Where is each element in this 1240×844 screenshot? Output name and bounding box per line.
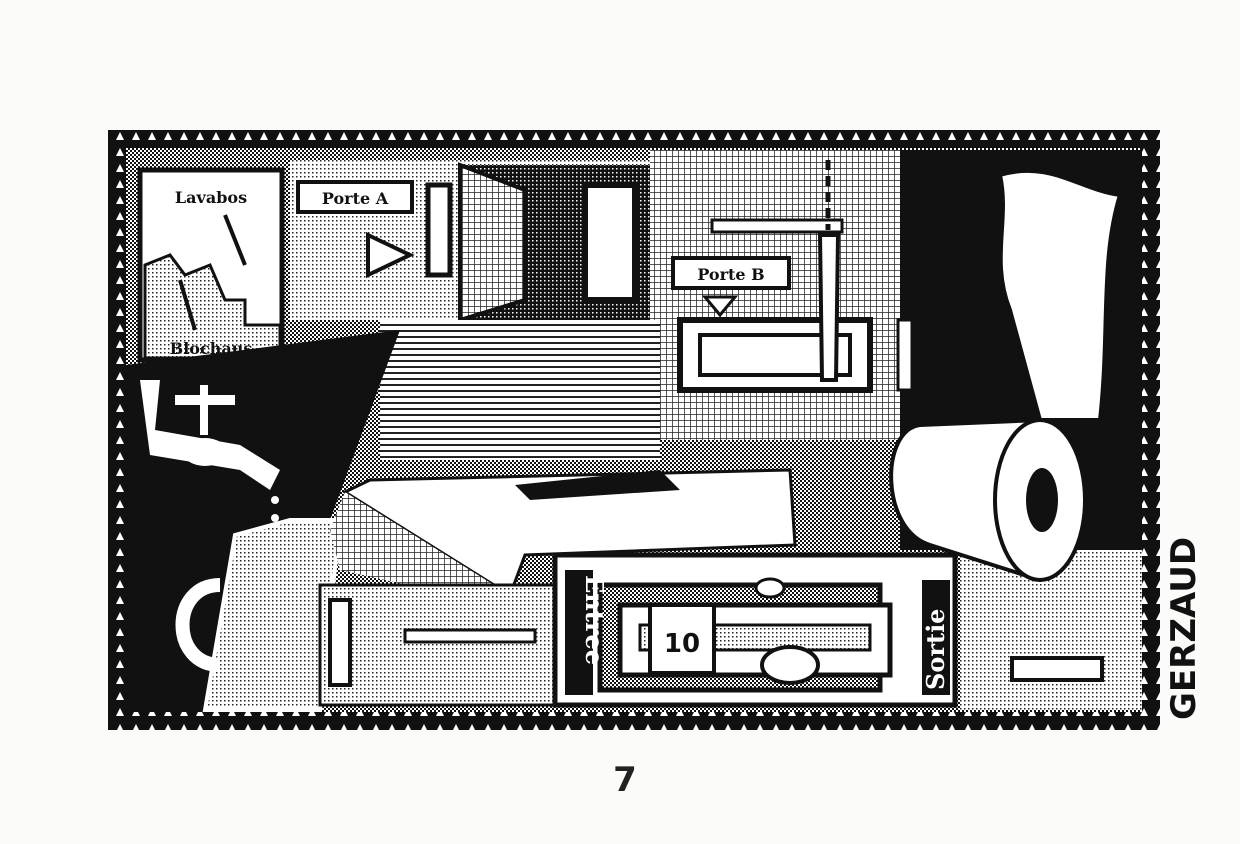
toilet-paper-roll[interactable] (889, 168, 1123, 583)
arrow-icon (178, 279, 197, 331)
door-panel (582, 182, 638, 303)
box-side (330, 492, 520, 610)
page-number: 7 (613, 760, 637, 800)
sortie-plate (922, 580, 950, 695)
entree-plate (565, 570, 593, 695)
wall-lines (380, 320, 660, 460)
book[interactable] (515, 470, 680, 500)
down-arrow-icon (701, 295, 739, 318)
sink-wall (126, 330, 400, 712)
artist-signature: GERZAUD (1164, 537, 1204, 720)
sortie-label: Sortie (921, 609, 950, 690)
faucet[interactable] (140, 380, 280, 522)
floor-panel-left (318, 583, 562, 707)
play-arrow-icon (366, 231, 415, 279)
coin-slot (754, 577, 786, 599)
ticket-machine[interactable]: 10 Entree Sortie (552, 552, 958, 708)
ticket-number: 10 (664, 629, 700, 659)
water-jug[interactable] (175, 518, 343, 712)
button-oval (760, 645, 820, 685)
flush-handle[interactable] (817, 233, 841, 382)
porte-a-label: Porte A (322, 189, 389, 208)
porte-a-sign[interactable]: Porte A (296, 180, 415, 279)
lavabos-label: Lavabos (175, 188, 247, 207)
wall-grid (650, 150, 900, 440)
lavabos-sign[interactable]: Lavabos Blochaus (137, 167, 285, 363)
ticket (648, 603, 716, 675)
porte-b-sign[interactable]: Porte B (671, 256, 791, 318)
porte-b-label: Porte B (697, 265, 764, 284)
porte-b-panel[interactable] (677, 317, 873, 393)
entree-label: Entree (580, 575, 609, 665)
porte-a-open-door[interactable] (458, 162, 527, 323)
arrow-icon (223, 214, 247, 266)
door-handle-slot (425, 182, 453, 278)
